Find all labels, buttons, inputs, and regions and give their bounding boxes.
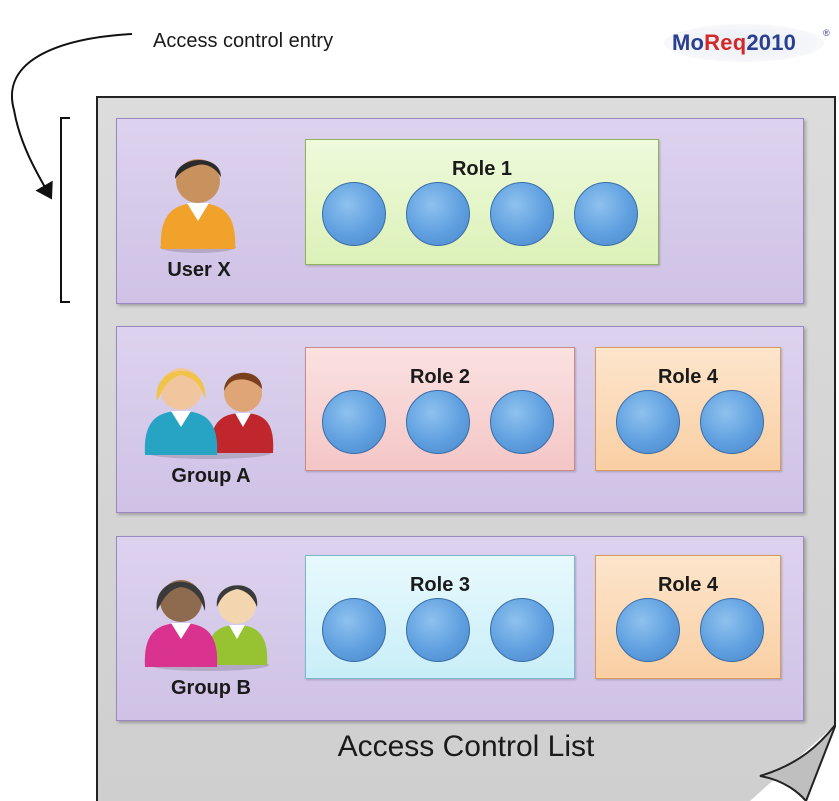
- role-label: Role 2: [409, 366, 471, 388]
- permission-circle: [574, 182, 638, 246]
- permission-circle: [700, 598, 764, 662]
- permission-circle: [406, 182, 470, 246]
- role-label: Role 4: [657, 574, 719, 596]
- permission-circle: [490, 598, 554, 662]
- moreq-logo: MoReq2010 ®: [664, 24, 832, 68]
- entry-bracket: [60, 117, 70, 303]
- role-box: Role 2: [305, 347, 575, 471]
- page-curl: [750, 724, 836, 801]
- principal-label: User X: [167, 259, 231, 281]
- permission-circle: [322, 598, 386, 662]
- acl-title: Access Control List: [337, 730, 595, 763]
- role-box: Role 4: [595, 347, 781, 471]
- user-icon: [160, 159, 236, 253]
- permission-circle: [490, 182, 554, 246]
- group-icon: [144, 368, 274, 459]
- access-control-entry: Group B Role 3 Role 4: [116, 536, 804, 721]
- role-label: Role 3: [409, 574, 471, 596]
- access-control-entry: Group A Role 2 Role 4: [116, 326, 804, 513]
- principal-label: Group B: [171, 677, 251, 699]
- permission-circle: [406, 598, 470, 662]
- permission-circle: [616, 390, 680, 454]
- permission-circle: [322, 182, 386, 246]
- role-box: Role 1: [305, 139, 659, 265]
- access-control-entry: User X Role 1: [116, 118, 804, 304]
- role-box: Role 4: [595, 555, 781, 679]
- role-label: Role 1: [451, 158, 513, 180]
- permission-circle: [322, 390, 386, 454]
- permission-circle: [406, 390, 470, 454]
- principal-label: Group A: [171, 465, 251, 487]
- permission-circle: [616, 598, 680, 662]
- permission-circle: [700, 390, 764, 454]
- callout-arrow: [11, 33, 133, 200]
- permission-circle: [490, 390, 554, 454]
- role-box: Role 3: [305, 555, 575, 679]
- callout-label: Access control entry: [153, 30, 334, 52]
- role-label: Role 4: [657, 366, 719, 388]
- group-icon: [144, 580, 269, 671]
